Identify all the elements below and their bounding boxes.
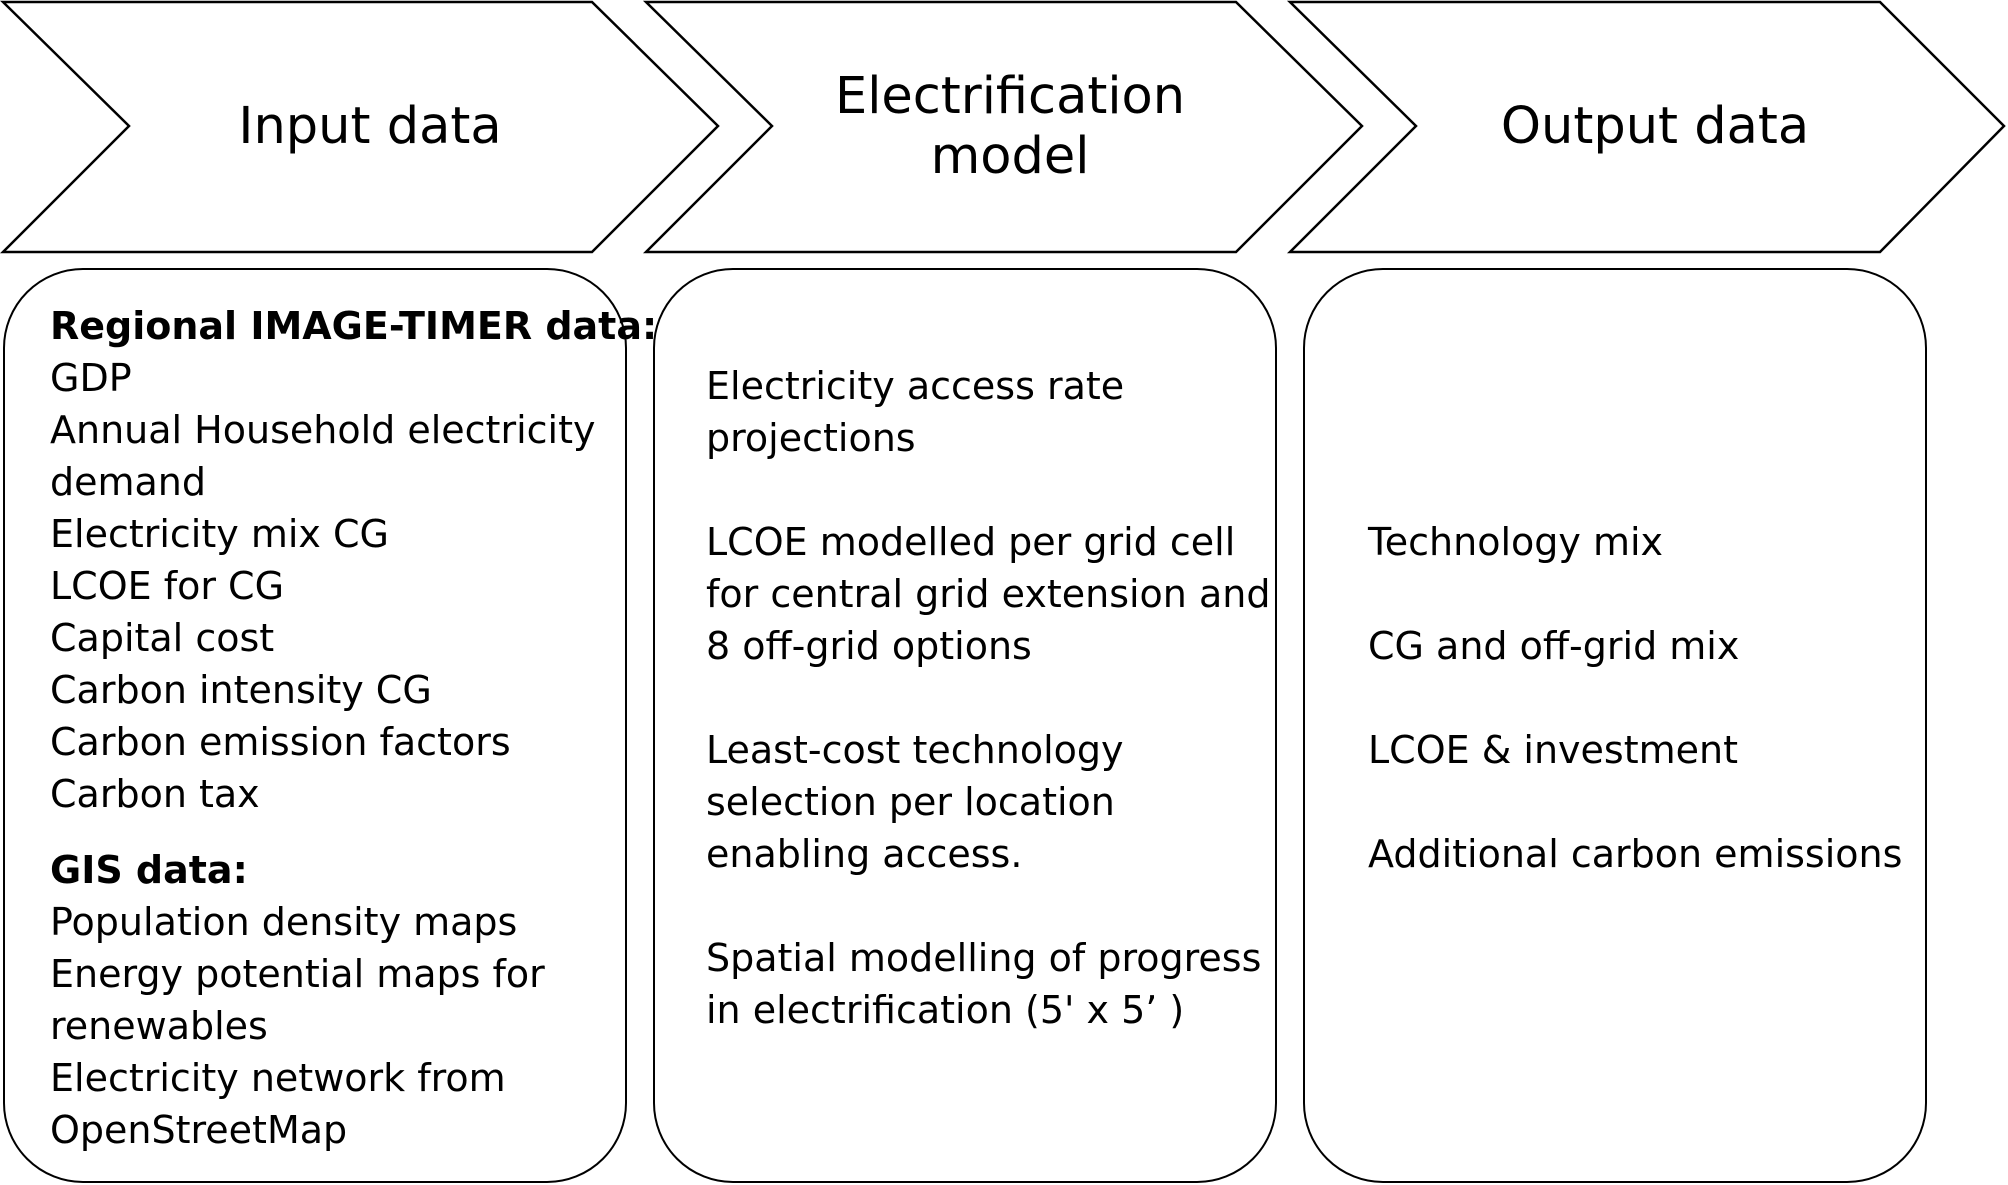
model-text-line: selection per location <box>706 780 1115 824</box>
stage-arrow-output <box>1286 0 2006 254</box>
output-data-box <box>1303 268 1927 1183</box>
regional-item: Annual Household electricity <box>50 408 596 452</box>
model-text-line: LCOE modelled per grid cell <box>706 520 1236 564</box>
stage-arrow-input <box>0 0 720 254</box>
output-item: CG and off-grid mix <box>1368 624 1740 668</box>
stage-title-input: Input data <box>238 96 502 156</box>
model-content: Electricity access rate projections LCOE… <box>706 360 1270 1036</box>
model-text-line: Spatial modelling of progress <box>706 936 1262 980</box>
regional-item: GDP <box>50 356 132 400</box>
regional-item: LCOE for CG <box>50 564 285 608</box>
regional-item: Carbon emission factors <box>50 720 511 764</box>
process-arrows <box>0 0 2006 254</box>
regional-item: Capital cost <box>50 616 275 660</box>
regional-item: Carbon intensity CG <box>50 668 432 712</box>
input-data-content: Regional IMAGE-TIMER data: GDP Annual Ho… <box>50 300 657 1156</box>
stage-label-input: Input data <box>140 0 600 253</box>
model-box <box>653 268 1277 1183</box>
model-text-line: enabling access. <box>706 832 1023 876</box>
gis-item: Population density maps <box>50 900 518 944</box>
gis-item: OpenStreetMap <box>50 1108 348 1152</box>
stage-label-model: Electrification model <box>780 0 1240 253</box>
output-item: Additional carbon emissions <box>1368 832 1903 876</box>
model-text-line: for central grid extension and <box>706 572 1271 616</box>
stage-title-output: Output data <box>1500 96 1810 156</box>
model-text-line: 8 off-grid options <box>706 624 1032 668</box>
model-text-line: projections <box>706 416 916 460</box>
gis-item: Electricity network from <box>50 1056 506 1100</box>
gis-item: Energy potential maps for <box>50 952 545 996</box>
gis-heading: GIS data: <box>50 848 248 892</box>
gis-item: renewables <box>50 1004 268 1048</box>
output-item: Technology mix <box>1368 520 1664 564</box>
model-text-line: Least-cost technology <box>706 728 1124 772</box>
regional-item: Carbon tax <box>50 772 260 816</box>
model-text-line: in electrification (5' x 5’ ) <box>706 988 1185 1032</box>
output-data-content: Technology mix CG and off-grid mix LCOE … <box>1368 516 1902 880</box>
model-text-line: Electricity access rate <box>706 364 1125 408</box>
stage-title-model: Electrification model <box>834 66 1186 186</box>
output-item: LCOE & investment <box>1368 728 1738 772</box>
regional-heading: Regional IMAGE-TIMER data: <box>50 304 658 348</box>
stage-arrow-model <box>642 0 1364 254</box>
stage-label-output: Output data <box>1425 0 1885 253</box>
regional-item: demand <box>50 460 207 504</box>
input-data-box <box>3 268 627 1183</box>
regional-item: Electricity mix CG <box>50 512 389 556</box>
